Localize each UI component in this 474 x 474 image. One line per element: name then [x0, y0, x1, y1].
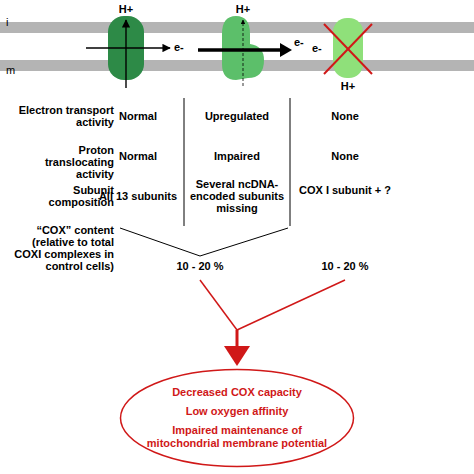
percentage-value: 10 - 20 % [160, 260, 240, 272]
outcome-text: Impaired maintenance of mitochondrial me… [145, 424, 329, 450]
table-cell: All 13 subunits [93, 190, 183, 202]
column-separator [290, 98, 291, 226]
table-cell: COX I subunit + ? [297, 184, 393, 196]
ion-label: e- [174, 41, 196, 53]
row-header: Proton translocating activity [14, 144, 114, 180]
ion-label: H+ [114, 3, 138, 15]
side-label: i [6, 16, 20, 28]
column-separator [184, 98, 185, 226]
table-cell: Several ncDNA-encoded subunits missing [189, 178, 285, 214]
table-cell: Upregulated [189, 110, 285, 122]
proton-arrow [125, 20, 126, 88]
ellipse-outline [119, 368, 355, 468]
electron-arrow [86, 47, 170, 48]
arrow-head [224, 346, 250, 366]
row-header: “COX” content (relative to total COXI co… [6, 224, 114, 272]
table-cell: Normal [93, 110, 183, 122]
outcome-text: Decreased COX capacity [172, 386, 302, 399]
ion-label: H+ [231, 3, 255, 15]
table-cell: None [297, 150, 393, 162]
electron-arrow [198, 48, 282, 52]
side-label: m [6, 64, 20, 76]
arrow-head [280, 43, 292, 57]
bracket-line [200, 228, 288, 256]
cross-mark [324, 24, 372, 74]
ellipse-outline [121, 370, 354, 467]
percentage-value: 10 - 20 % [305, 260, 385, 272]
converging-line [237, 280, 345, 330]
cross-mark [324, 24, 372, 74]
table-cell: Normal [93, 150, 183, 162]
row-header: Electron transport activity [14, 104, 114, 128]
converging-line [200, 280, 237, 330]
outcome-ellipse: Decreased COX capacityLow oxygen affinit… [119, 368, 355, 468]
ion-label: H+ [336, 80, 360, 92]
ellipse-text-box: Decreased COX capacityLow oxygen affinit… [145, 368, 329, 468]
ion-label: e- [312, 42, 332, 54]
result-arrow [236, 330, 239, 348]
table-cell: Impaired [189, 150, 285, 162]
outcome-text: Low oxygen affinity [186, 405, 289, 418]
proton-arrow [243, 20, 244, 86]
bracket-line [120, 228, 200, 256]
table-cell: None [297, 110, 393, 122]
